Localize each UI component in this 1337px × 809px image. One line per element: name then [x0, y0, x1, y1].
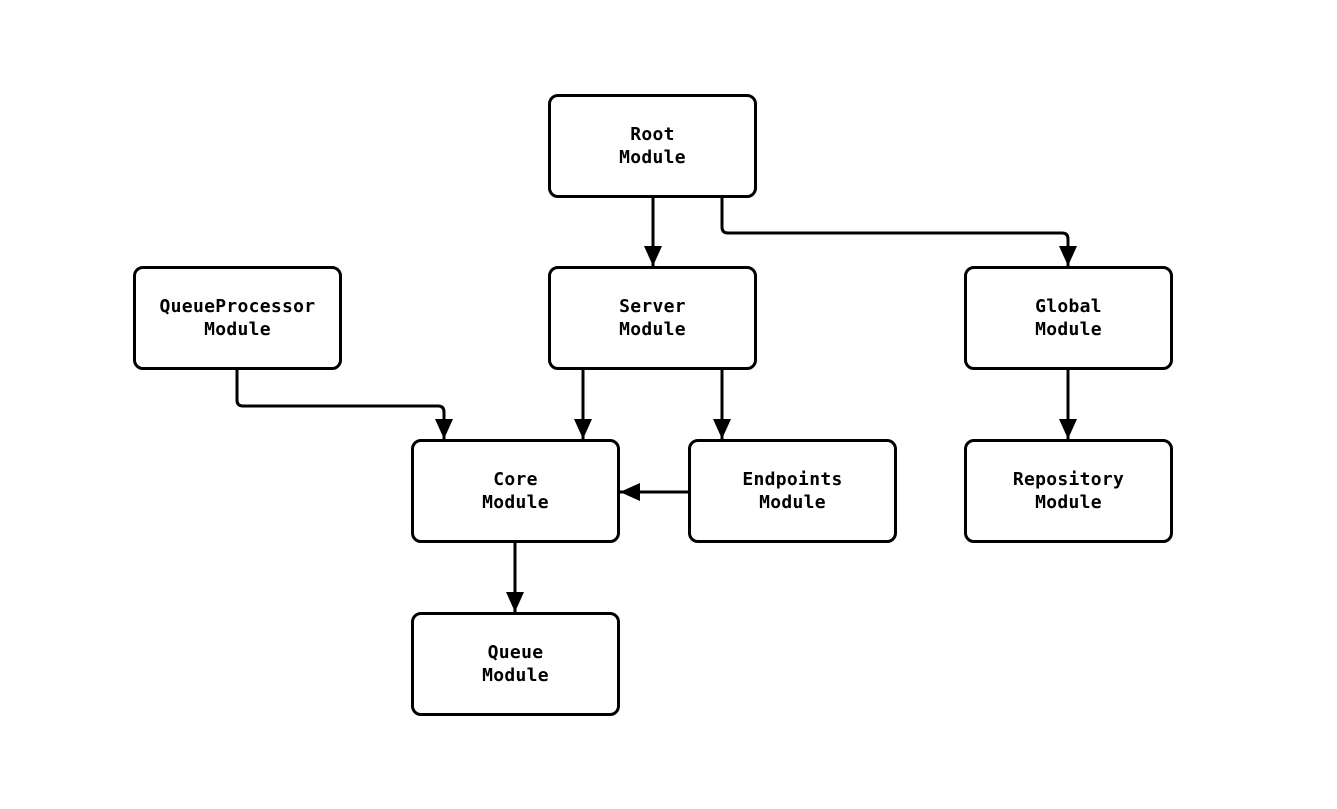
node-label-line2: Module: [482, 492, 549, 513]
edge-queueprocessor-to-core: [235, 370, 453, 439]
node-label-line1: Root: [630, 124, 675, 145]
node-label-line2: Module: [1035, 492, 1102, 513]
node-label-line1: QueueProcessor: [159, 296, 316, 317]
edges-group: [235, 198, 1077, 612]
node-label-line2: Module: [619, 147, 686, 168]
node-label-line2: Module: [204, 319, 271, 340]
node-label-line2: Module: [482, 665, 549, 686]
node-label-line1: Server: [619, 296, 686, 317]
node-label-line2: Module: [619, 319, 686, 340]
node-label-line1: Repository: [1012, 469, 1125, 490]
node-label-line2: Module: [1035, 319, 1102, 340]
node-label-line1: Queue: [487, 642, 544, 663]
node-label-line2: Module: [759, 492, 826, 513]
node-label-line1: Global: [1035, 296, 1102, 317]
edge-root-to-global: [720, 198, 1077, 266]
node-label-line1: Endpoints: [742, 469, 843, 490]
node-label-line1: Core: [493, 469, 538, 490]
